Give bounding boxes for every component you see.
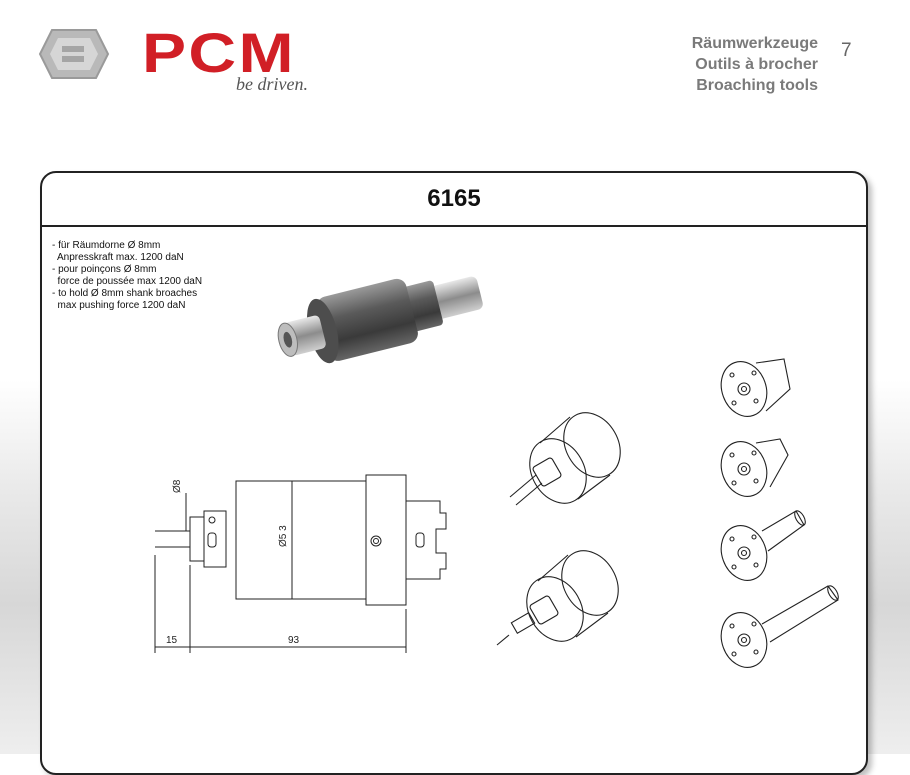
product-photo <box>277 276 483 364</box>
pcm-emblem-icon <box>38 29 110 79</box>
technical-drawing: Ø8 Ø5 3 15 93 <box>154 474 447 653</box>
desc-line: max pushing force 1200 daN <box>52 300 186 311</box>
logo-brand: PCM <box>142 21 296 84</box>
insert-variant-2 <box>720 438 789 497</box>
desc-line: - pour poinçons Ø 8mm <box>52 264 157 275</box>
title-de: Räumwerkzeuge <box>691 35 818 52</box>
title-en: Broaching tools <box>696 77 818 94</box>
desc-line: force de poussée max 1200 daN <box>52 276 203 287</box>
dim-overall: 93 <box>288 635 300 646</box>
insert-variant-4 <box>720 585 839 668</box>
product-code: 6165 <box>42 173 866 227</box>
desc-line: - to hold Ø 8mm shank broaches <box>52 288 198 299</box>
isometric-holder-top <box>509 412 621 506</box>
dim-shank: Ø8 <box>172 479 183 493</box>
logo-tagline: be driven. <box>236 74 308 94</box>
dim-front: 15 <box>166 635 178 646</box>
desc-line: Anpresskraft max. 1200 daN <box>52 252 184 263</box>
product-description: - für Räumdorne Ø 8mm Anpresskraft max. … <box>52 240 202 312</box>
pcm-logo: PCM be driven. <box>38 18 338 104</box>
desc-line: - für Räumdorne Ø 8mm <box>52 240 161 251</box>
dim-body: Ø5 3 <box>278 525 289 547</box>
title-fr: Outils à brocher <box>695 56 818 73</box>
insert-variant-3 <box>720 510 806 581</box>
isometric-holder-bottom <box>496 550 619 646</box>
insert-variant-1 <box>720 358 791 417</box>
page-number: 7 <box>841 40 852 61</box>
section-titles: Räumwerkzeuge Outils à brocher Broaching… <box>692 33 818 96</box>
